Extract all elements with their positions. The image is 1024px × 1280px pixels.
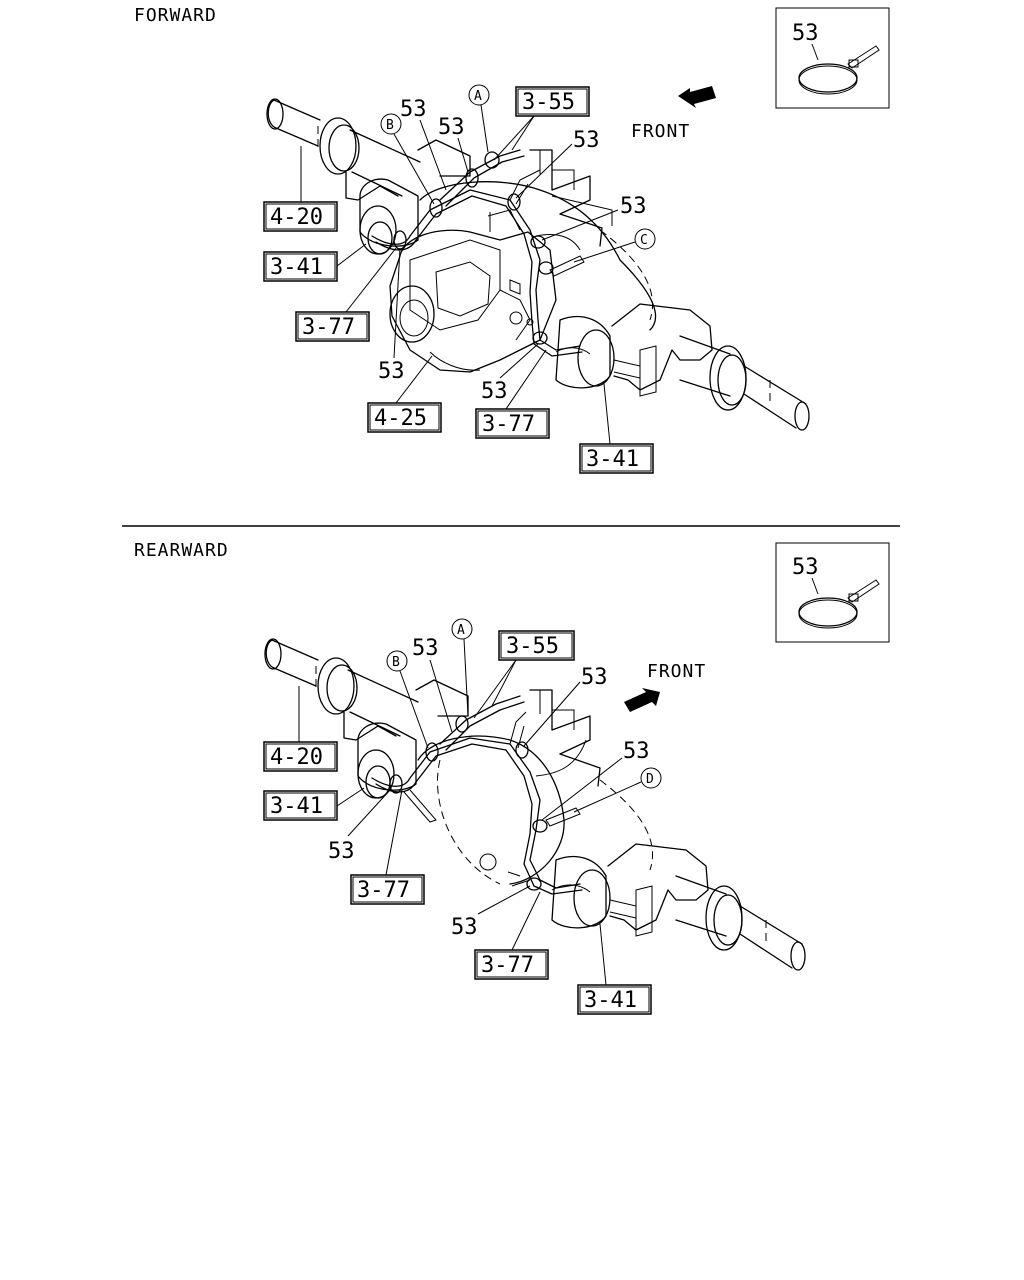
svg-text:C: C <box>640 233 648 248</box>
svg-text:3-77: 3-77 <box>482 412 535 437</box>
forward-inset-part-number: 53 <box>792 21 819 46</box>
forward-part-53-6: 53 <box>481 343 539 404</box>
rearward-circle-d: D <box>573 767 662 813</box>
rearward-clamp-inset: 53 <box>775 542 890 643</box>
rearward-part-53-1: 53 <box>412 636 453 733</box>
clamp-band-icon <box>798 63 858 93</box>
svg-text:4-25: 4-25 <box>374 406 427 431</box>
rearward-section: REARWARD 53 FRONT <box>134 540 890 1015</box>
svg-text:53: 53 <box>573 128 600 153</box>
clamp-tail-icon <box>847 45 880 69</box>
forward-part-53-3: 53 <box>515 128 600 199</box>
forward-part-53-5: 53 <box>378 247 405 384</box>
forward-ref-3-41-left: 3-41 <box>263 243 367 282</box>
svg-text:3-41: 3-41 <box>584 988 637 1013</box>
rearward-title: REARWARD <box>134 540 229 561</box>
svg-text:53: 53 <box>412 636 439 661</box>
svg-text:53: 53 <box>581 665 608 690</box>
forward-ref-3-41-right: 3-41 <box>579 383 654 474</box>
forward-circle-b: B <box>380 113 435 205</box>
svg-text:3-77: 3-77 <box>481 953 534 978</box>
rearward-part-53-3: 53 <box>541 739 650 821</box>
forward-circle-a: A <box>468 84 490 153</box>
forward-ref-4-20: 4-20 <box>263 146 338 232</box>
front-arrow-icon <box>624 688 660 712</box>
svg-text:53: 53 <box>623 739 650 764</box>
svg-text:D: D <box>646 772 654 787</box>
svg-text:53: 53 <box>481 379 508 404</box>
rearward-circle-b: B <box>386 650 429 749</box>
svg-text:3-41: 3-41 <box>270 794 323 819</box>
svg-text:53: 53 <box>451 915 478 940</box>
front-arrow-icon <box>678 86 716 108</box>
svg-text:53: 53 <box>378 359 405 384</box>
svg-text:4-20: 4-20 <box>270 205 323 230</box>
svg-text:A: A <box>457 623 465 638</box>
forward-part-53-2: 53 <box>438 115 469 173</box>
svg-text:3-77: 3-77 <box>357 878 410 903</box>
svg-text:B: B <box>392 655 400 670</box>
svg-text:3-77: 3-77 <box>302 315 355 340</box>
forward-ref-3-77-right: 3-77 <box>475 349 550 439</box>
clamp-tail-icon <box>847 579 880 603</box>
svg-text:3-55: 3-55 <box>522 90 575 115</box>
svg-text:3-41: 3-41 <box>586 447 639 472</box>
forward-ref-4-25: 4-25 <box>367 355 442 433</box>
svg-text:53: 53 <box>438 115 465 140</box>
rearward-part-53-4: 53 <box>328 789 391 864</box>
rearward-front-label: FRONT <box>647 661 706 682</box>
forward-part-53-1: 53 <box>400 97 447 191</box>
rearward-ref-3-77-left: 3-77 <box>350 789 425 905</box>
forward-ref-3-77-left: 3-77 <box>295 247 397 342</box>
forward-title: FORWARD <box>134 5 217 26</box>
forward-clamp-inset: 53 <box>775 7 890 109</box>
forward-ref-3-55: 3-55 <box>493 86 590 161</box>
rearward-part-53-2: 53 <box>523 665 608 747</box>
svg-text:53: 53 <box>328 839 355 864</box>
rearward-axle-drawing <box>264 638 806 971</box>
rearward-ref-3-41-left: 3-41 <box>263 787 365 821</box>
svg-text:53: 53 <box>400 97 427 122</box>
svg-text:3-41: 3-41 <box>270 255 323 280</box>
svg-text:B: B <box>386 118 394 133</box>
rearward-ref-4-20: 4-20 <box>263 686 338 772</box>
forward-front-label: FRONT <box>631 121 690 142</box>
svg-text:3-55: 3-55 <box>506 634 559 659</box>
forward-circle-c: C <box>573 228 656 263</box>
rearward-ref-3-77-right: 3-77 <box>474 891 549 980</box>
svg-text:A: A <box>474 89 482 104</box>
forward-axle-drawing <box>266 98 810 431</box>
rearward-ref-3-55: 3-55 <box>473 630 575 719</box>
svg-text:4-20: 4-20 <box>270 745 323 770</box>
rearward-part-53-5: 53 <box>451 885 531 940</box>
rearward-circle-a: A <box>451 618 473 717</box>
forward-section: FORWARD 53 FRONT <box>134 5 890 474</box>
clamp-band-icon <box>798 597 858 627</box>
forward-part-53-4: 53 <box>541 194 647 241</box>
svg-text:53: 53 <box>620 194 647 219</box>
rearward-inset-part-number: 53 <box>792 555 819 580</box>
rearward-ref-3-41-right: 3-41 <box>577 923 652 1015</box>
